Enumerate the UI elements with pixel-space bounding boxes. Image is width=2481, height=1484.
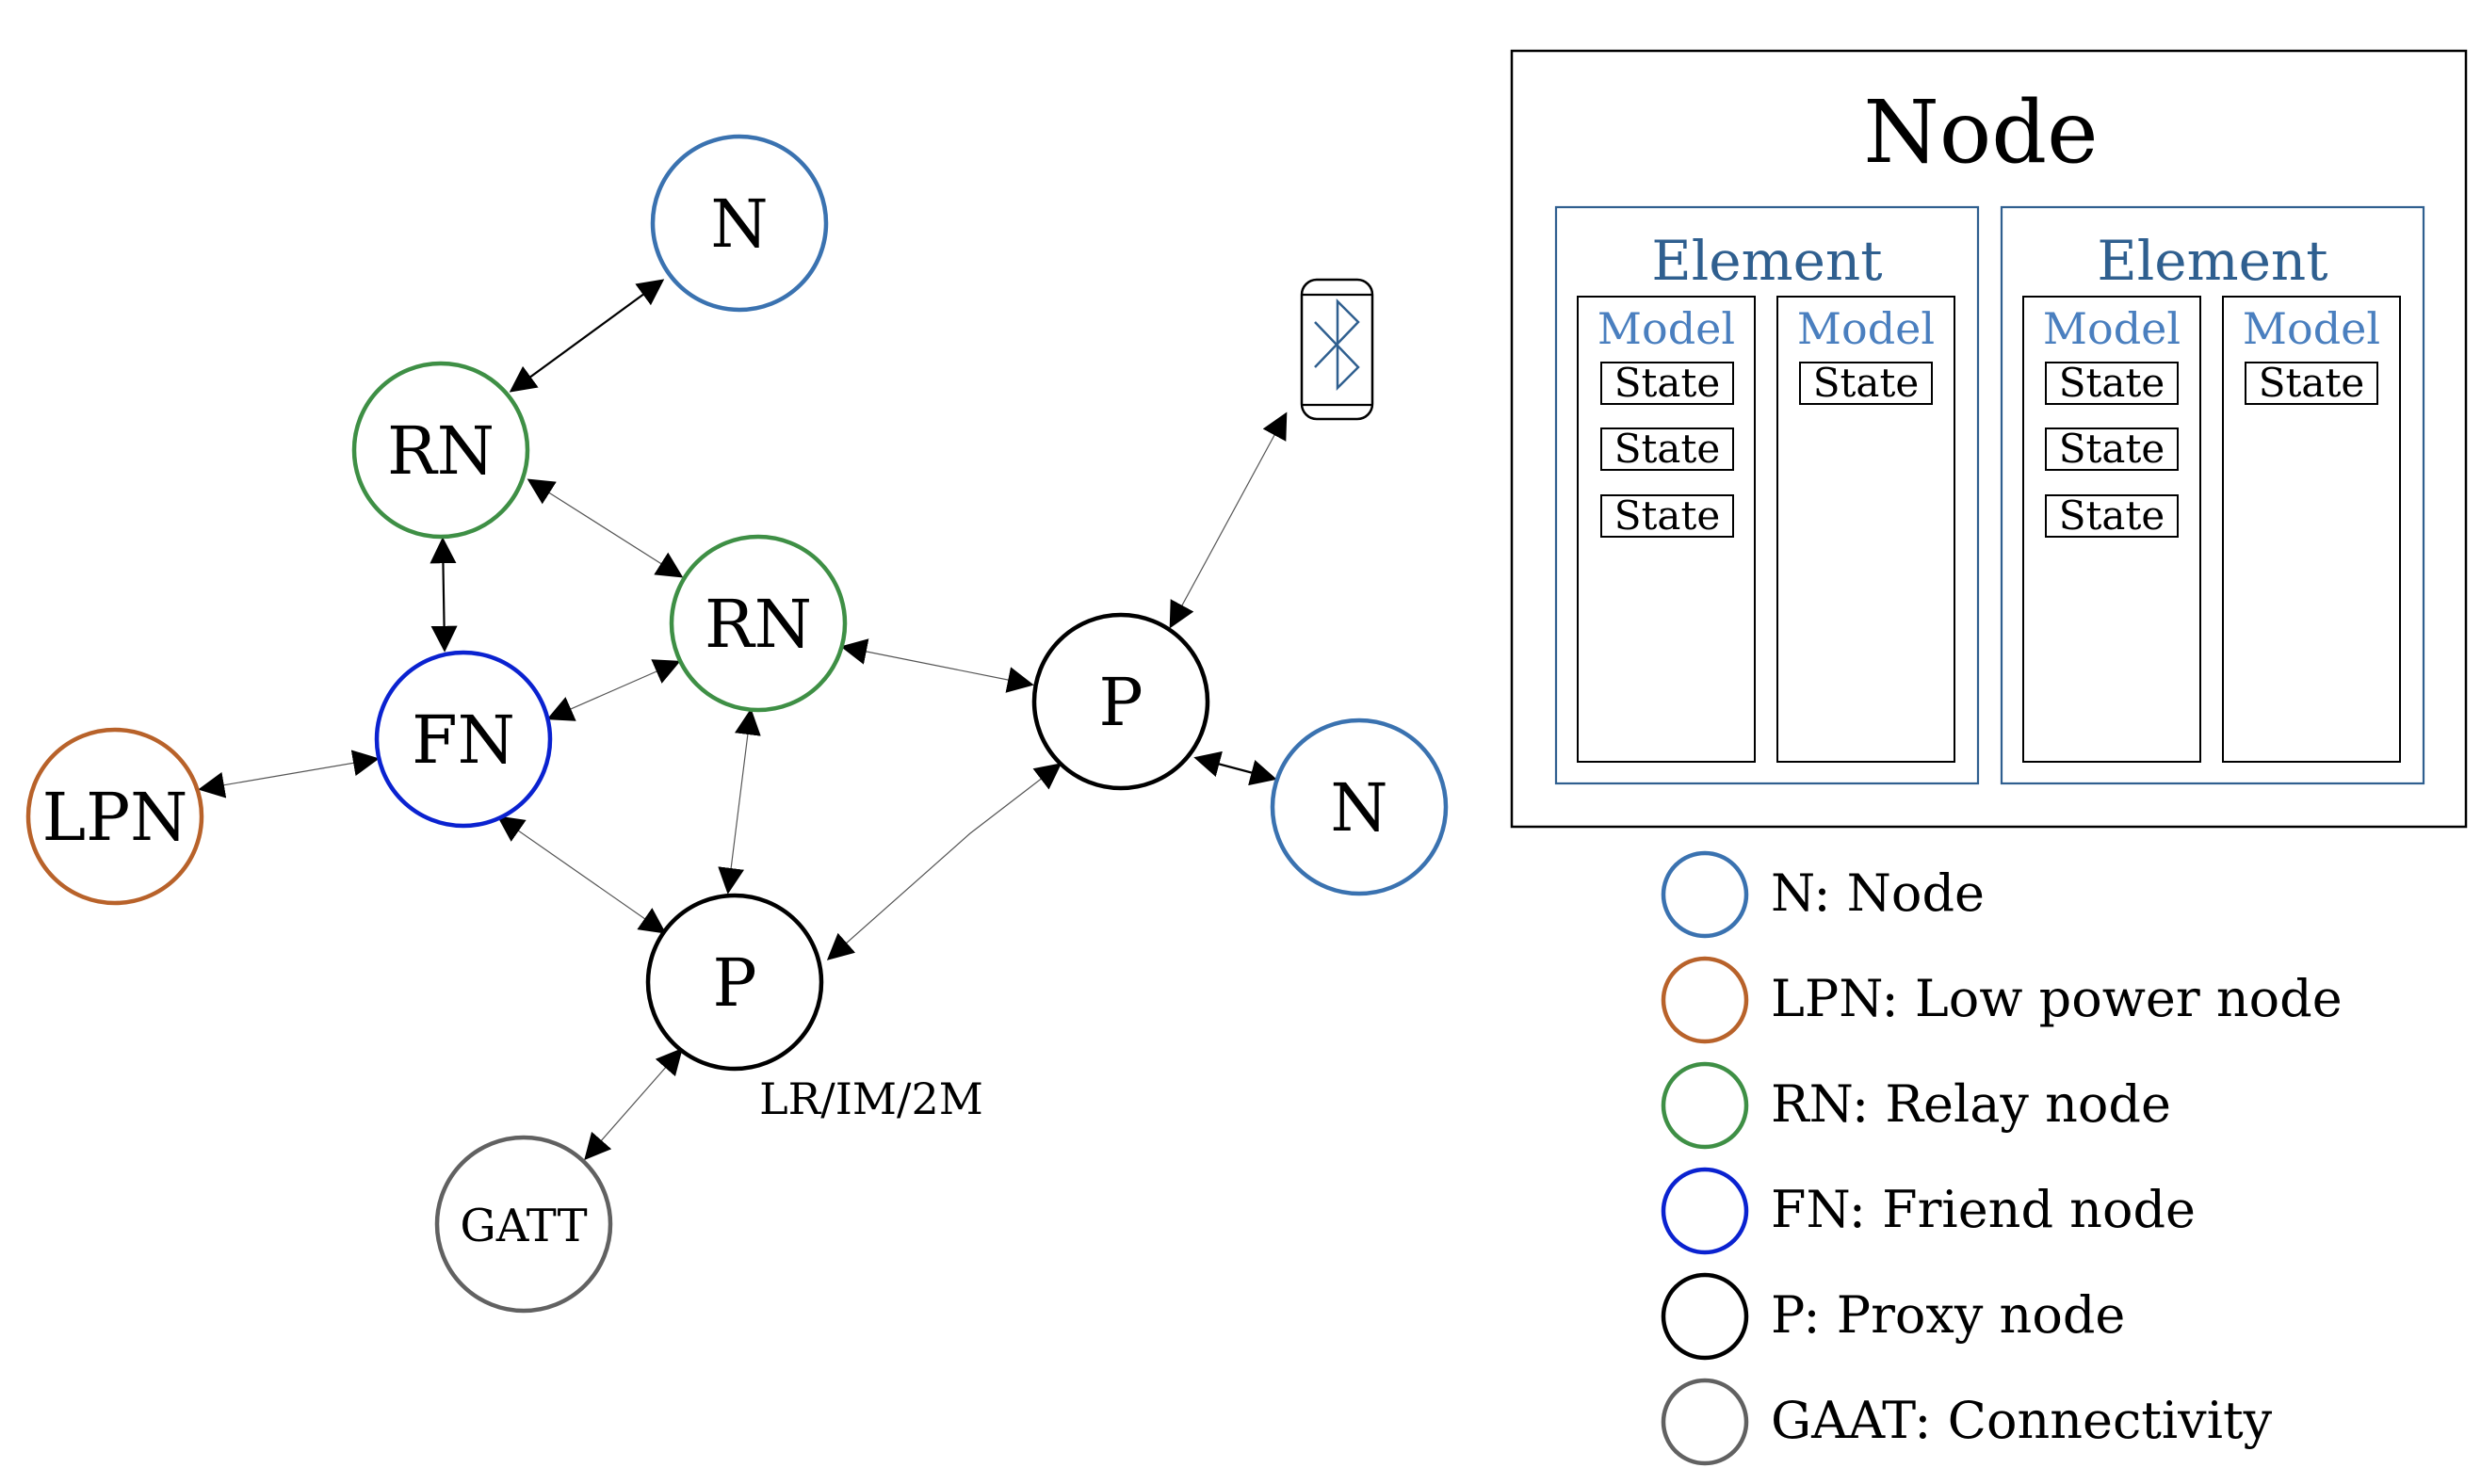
node-p-right-label: P — [1098, 664, 1143, 741]
smartphone-bluetooth-icon — [1300, 278, 1374, 421]
node-lpn: LPN — [25, 727, 204, 906]
node-rn-center: RN — [669, 534, 848, 713]
node-p-right: P — [1031, 612, 1210, 791]
edge-p-right-n-right — [1193, 750, 1277, 786]
legend-item-lpn: LPN: Low power node — [1661, 956, 2343, 1044]
model-label: Model — [1597, 303, 1735, 354]
legend: N: Node LPN: Low power node RN: Relay no… — [1661, 850, 2343, 1466]
legend-label: GAAT: Connectivity — [1771, 1391, 2273, 1450]
node-p-lower: P — [645, 893, 824, 1072]
legend-item-proxy: P: Proxy node — [1661, 1272, 2125, 1361]
node-gatt: GATT — [434, 1135, 613, 1314]
legend-label: RN: Relay node — [1771, 1074, 2171, 1134]
element-2-model-1: Model State State State — [2022, 296, 2201, 763]
node-p-lower-label: P — [712, 944, 756, 1022]
network-edges — [198, 279, 1288, 1161]
node-box-title: Node — [1863, 82, 2098, 183]
legend-label: FN: Friend node — [1771, 1180, 2196, 1239]
model-label: Model — [1797, 303, 1935, 354]
edge-p-lower-p-right — [826, 763, 1062, 960]
legend-label: N: Node — [1771, 863, 1985, 923]
node-n-top: N — [650, 134, 829, 313]
edge-lpn-fn — [198, 750, 380, 798]
legend-item-gatt: GAAT: Connectivity — [1661, 1378, 2273, 1466]
network-nodes: N RN RN FN LPN P N P — [25, 134, 1449, 1314]
edge-p-lower-gatt — [584, 1047, 683, 1161]
state-label: State — [2059, 492, 2165, 539]
node-rn-upper: RN — [351, 361, 530, 540]
state-label: State — [2259, 360, 2364, 406]
element-1-model-2: Model State — [1776, 296, 1955, 763]
node-structure: Node Element Model State State State Mod… — [1510, 49, 2468, 829]
state-label: State — [1614, 426, 1720, 472]
state-label: State — [1813, 360, 1919, 406]
edge-p-right-phone — [1169, 411, 1288, 629]
edge-fn-p-lower — [496, 815, 667, 934]
edge-rn-center-p-lower — [718, 708, 761, 895]
legend-item-relay: RN: Relay node — [1661, 1061, 2171, 1150]
bluetooth-icon — [1314, 298, 1360, 392]
edge-rn-center-p-right — [840, 638, 1034, 693]
legend-label: P: Proxy node — [1771, 1285, 2125, 1345]
node-n-top-label: N — [710, 186, 768, 263]
legend-item-friend: FN: Friend node — [1661, 1167, 2196, 1255]
element-1: Element Model State State State Model St… — [1554, 205, 1980, 785]
node-fn: FN — [374, 650, 553, 829]
edge-rn-upper-rn-center — [527, 478, 684, 578]
node-rn-center-label: RN — [705, 586, 812, 663]
element-2: Element Model State State State Model St… — [2000, 205, 2425, 785]
model-label: Model — [2243, 303, 2380, 354]
edge-n-top-rn-upper — [509, 279, 665, 393]
edge-fn-rn-center — [546, 659, 681, 721]
state-label: State — [1614, 360, 1720, 406]
link-label: LR/IM/2M — [759, 1073, 983, 1124]
state-label: State — [2059, 360, 2165, 406]
model-label: Model — [2043, 303, 2181, 354]
node-n-right: N — [1270, 718, 1449, 896]
node-fn-label: FN — [412, 702, 515, 779]
element-2-model-2: Model State — [2222, 296, 2401, 763]
legend-item-node: N: Node — [1661, 850, 1985, 939]
edge-rn-upper-fn — [430, 537, 458, 653]
state-label: State — [2059, 426, 2165, 472]
element-1-model-1: Model State State State — [1577, 296, 1756, 763]
node-lpn-label: LPN — [42, 779, 188, 856]
node-n-right-label: N — [1330, 769, 1387, 847]
state-label: State — [1614, 492, 1720, 539]
element-2-label: Element — [2097, 229, 2327, 293]
node-rn-upper-label: RN — [387, 412, 495, 490]
legend-label: LPN: Low power node — [1771, 969, 2343, 1028]
element-1-label: Element — [1651, 229, 1882, 293]
node-gatt-label: GATT — [460, 1200, 587, 1252]
